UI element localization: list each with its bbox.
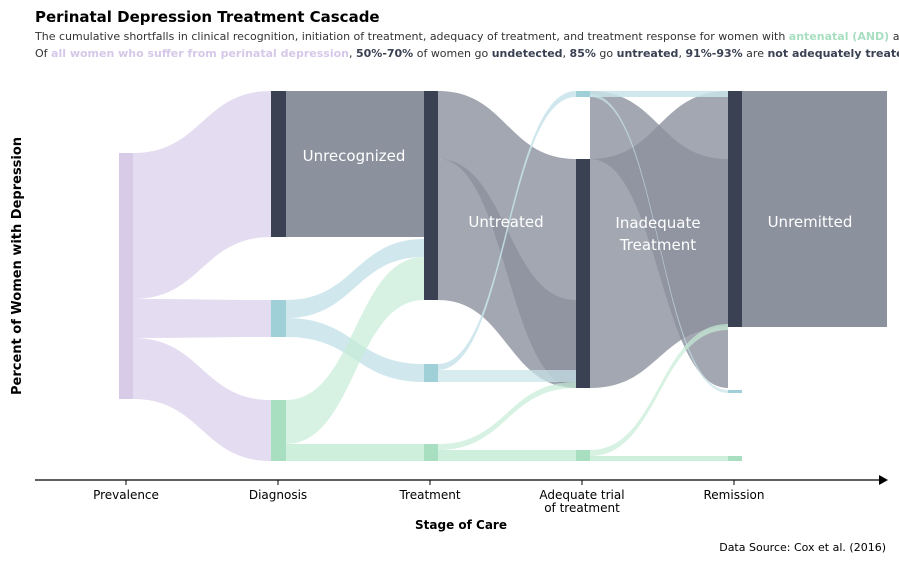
subtitle-text: of women go: [413, 47, 492, 60]
sankey-nodes: [119, 91, 742, 461]
flow-all-to-unrecognized: [133, 91, 271, 299]
node-diagnosis-and: [271, 400, 286, 461]
segment-label-untreated: Untreated: [468, 213, 543, 231]
highlight-undetected-pct: 50%-70%: [355, 47, 414, 60]
flow-inadequate-to-unremitted: [590, 91, 728, 388]
segment-label-unremitted: Unremitted: [768, 213, 853, 231]
node-remission-and: [728, 456, 742, 461]
flow-and-to-treated: [286, 444, 424, 461]
node-remission-unremitted: [728, 91, 742, 327]
flow-and-treated-to-adequate: [438, 450, 576, 461]
node-diagnosis-unrecognized: [271, 91, 286, 237]
sankey-flows: [133, 91, 887, 461]
x-axis: [35, 475, 888, 485]
x-axis-arrow-icon: [879, 475, 888, 485]
node-adequate-inadequate: [576, 159, 590, 388]
node-treatment-pnd: [424, 364, 438, 382]
node-diagnosis-pnd: [271, 300, 286, 337]
highlight-all-women: all women who suffer from perinatal depr…: [51, 47, 349, 60]
flow-unrecognized-block: [286, 91, 424, 237]
subtitle-text: The cumulative shortfalls in clinical re…: [35, 30, 789, 43]
flow-pnd-adequate-to-remission: [590, 91, 728, 97]
flow-all-to-and: [133, 338, 271, 461]
stage-label-prevalence: Prevalence: [93, 488, 159, 502]
highlight-inadequate-pct: 91%-93%: [685, 47, 743, 60]
flow-unremitted-block: [742, 91, 887, 327]
segment-label-inadequate-line2: Treatment: [619, 236, 696, 254]
segment-label-inadequate-line1: Inadequate: [615, 214, 700, 232]
flow-and-to-untreated: [286, 257, 424, 444]
x-axis-ticks: [125, 480, 735, 485]
chart-title: Perinatal Depression Treatment Cascade: [35, 8, 380, 26]
flow-and-adequate-to-remission: [590, 456, 728, 461]
flow-all-to-diagnosed: [133, 299, 271, 338]
subtitle-text: ,: [678, 47, 686, 60]
subtitle-text: Of: [35, 47, 52, 60]
sankey-segment-labels: Unrecognized Untreated Inadequate Treatm…: [303, 147, 853, 254]
node-treatment-and: [424, 444, 438, 461]
node-remission-pnd: [728, 390, 742, 393]
node-prevalence: [119, 153, 133, 399]
highlight-untreated: untreated: [616, 47, 679, 60]
x-axis-label: Stage of Care: [415, 518, 507, 532]
subtitle-text: ,: [348, 47, 356, 60]
segment-label-unrecognized: Unrecognized: [303, 147, 406, 165]
y-axis-label: Percent of Women with Depression: [10, 136, 25, 395]
flow-pnd-treated-to-inadequate: [438, 370, 576, 382]
stage-label-treatment: Treatment: [399, 488, 461, 502]
highlight-antenatal: antenatal (AND): [788, 30, 890, 43]
stage-label-diagnosis: Diagnosis: [248, 488, 308, 502]
subtitle-text: ,: [562, 47, 570, 60]
highlight-inadequate: not adequately treated: [767, 47, 899, 60]
chart-subtitle-line1: The cumulative shortfalls in clinical re…: [35, 30, 899, 43]
flow-pnd-treated-to-adequate: [438, 91, 576, 370]
stage-label-remission: Remission: [703, 488, 765, 502]
stage-label-adequate-trial: Adequate trial of treatment: [539, 488, 625, 515]
node-treatment-untreated: [424, 91, 438, 300]
flow-untreated-lower: [438, 159, 576, 388]
highlight-undetected: undetected: [491, 47, 563, 60]
flow-pnd-to-untreated: [286, 239, 424, 318]
node-adequate-pnd: [576, 91, 590, 97]
data-source: Data Source: Cox et al. (2016): [719, 541, 886, 554]
flow-and-treated-to-inadequate: [438, 382, 576, 450]
node-adequate-and: [576, 450, 590, 461]
subtitle-text: and: [892, 30, 899, 43]
flow-and-adequate-to-unremitted: [590, 324, 728, 456]
subtitle-text: are: [742, 47, 768, 60]
chart-subtitle-line2: Of all women who suffer from perinatal d…: [35, 47, 899, 60]
subtitle-text: go: [595, 47, 617, 60]
highlight-untreated-pct: 85%: [569, 47, 596, 60]
flow-pnd-adequate-to-unremitted: [590, 94, 728, 393]
